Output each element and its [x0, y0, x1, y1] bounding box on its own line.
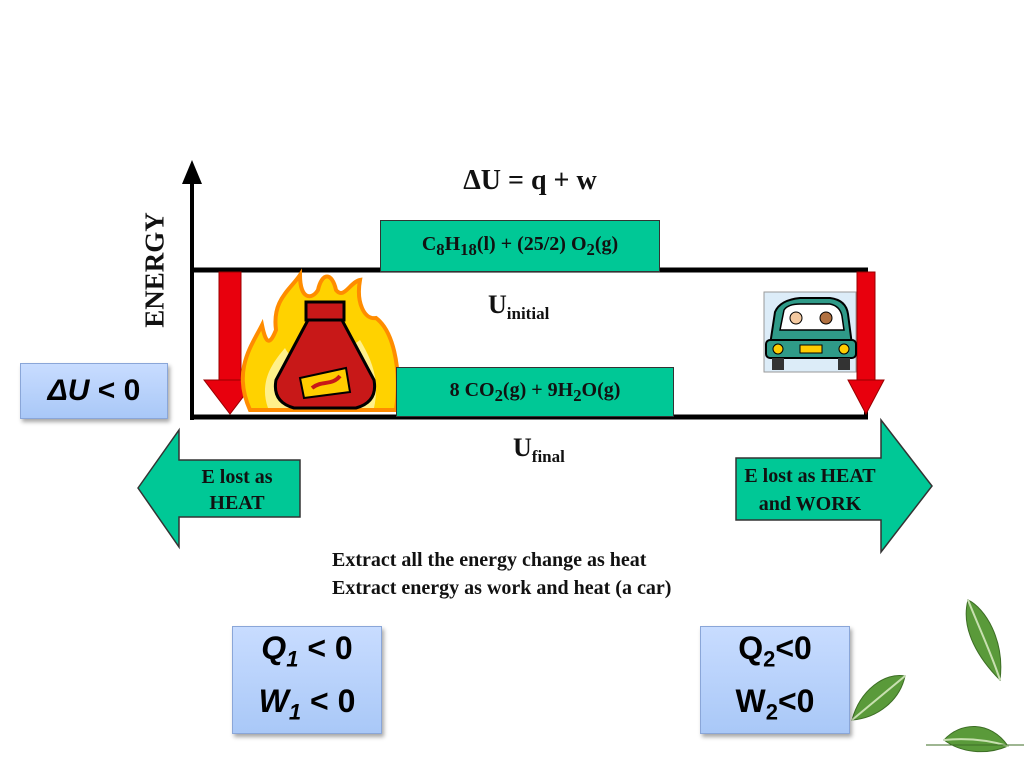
equation-title: ΔU = q + w: [430, 165, 630, 197]
right-arrow-line2: and WORK: [758, 493, 862, 515]
left-arrow-line1: E lost as: [201, 466, 273, 488]
equation-rhs: = q + w: [501, 165, 597, 196]
reactants-box: C8H18(l) + (25/2) O2(g): [380, 220, 660, 272]
q2-w2-box: Q2<0 W2<0: [700, 626, 850, 734]
left-heat-arrow-shape: [137, 427, 301, 550]
right-arrow-line1: E lost as HEAT: [744, 465, 876, 487]
energy-axis-arrowhead: [182, 160, 202, 184]
w1-line: W1 < 0: [258, 683, 356, 725]
caption-work-heat: Extract energy as work and heat (a car): [332, 577, 672, 599]
products-formula: 8 CO2(g) + 9H2O(g): [449, 378, 621, 405]
delta-u-relation: < 0: [89, 374, 141, 407]
right-arrow-text: E lost as HEAT and WORK: [736, 462, 884, 518]
delta-u-italic: ΔU: [47, 374, 90, 407]
delta-u-negative-box: ΔU < 0: [20, 363, 168, 419]
u-initial-label: Uinitial: [488, 290, 550, 324]
q1-line: Q1 < 0: [261, 629, 353, 671]
captions: Extract all the energy change as heat Ex…: [332, 546, 671, 602]
energy-axis-label: ENERGY: [139, 212, 170, 328]
car-icon: [763, 291, 857, 373]
u-final-label: Ufinal: [513, 433, 565, 467]
caption-heat: Extract all the energy change as heat: [332, 549, 647, 571]
right-red-down-arrow: [847, 271, 885, 416]
reactants-formula: C8H18(l) + (25/2) O2(g): [421, 232, 619, 259]
w2-line: W2<0: [735, 683, 815, 725]
left-arrow-text: E lost as HEAT: [178, 464, 296, 516]
products-box: 8 CO2(g) + 9H2O(g): [396, 367, 674, 417]
right-heat-work-arrow-shape: [735, 417, 933, 555]
q2-line: Q2<0: [738, 629, 812, 671]
delta-u-symbol: ΔU: [463, 165, 502, 196]
burning-flask-icon: [240, 268, 400, 412]
q1-w1-box: Q1 < 0 W1 < 0: [232, 626, 382, 734]
leaves-decoration: [851, 599, 1024, 753]
left-arrow-line2: HEAT: [209, 492, 265, 514]
